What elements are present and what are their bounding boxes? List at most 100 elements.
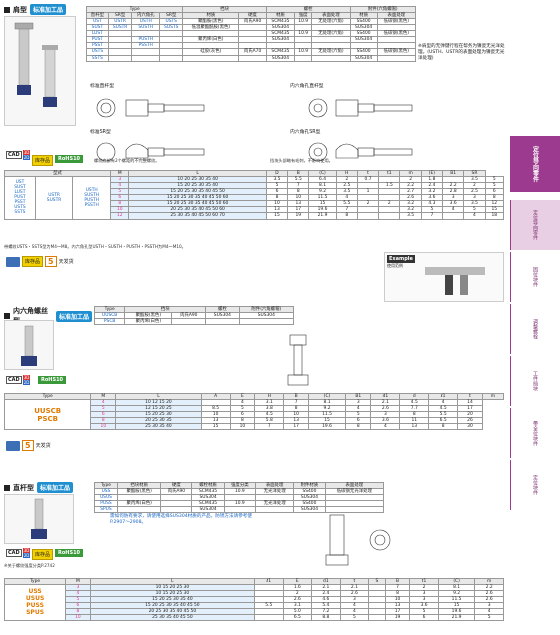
table-cell: 25 30 35 40 [115,423,202,431]
th: 附件(六角螺帽) [349,5,417,14]
table-cell [324,506,385,514]
table-cell: 13 [200,417,231,425]
rohs-badge: RoHS10 [38,376,67,384]
table-cell: 无处理(六角) [311,18,351,26]
table-cell [442,212,465,220]
table-cell [238,24,267,32]
table-cell [205,318,240,326]
table-cell: UST [86,18,109,26]
table-cell: 肉氏A70 [238,48,267,56]
delivery-days-label: 天发货 [35,443,51,449]
table-cell: 17 [283,423,310,431]
cad-label: CAD [6,151,22,159]
table-cell: 6.5 [428,417,459,425]
table-cell [294,24,313,32]
table-cell: 10 [200,411,231,419]
product-photo-shoulder [4,16,76,126]
table-cell: 13 [399,423,430,431]
side-nav-item[interactable]: 工件挡块 [510,356,560,406]
table-cell: SUS304 [205,312,240,320]
side-nav-item[interactable]: 固位块件 [510,252,560,302]
cad-badge[interactable]: CAD 3D 2D [6,150,31,160]
table-cell [255,506,295,514]
table-cell: 低碳钢(黑色) [376,48,417,56]
table-cell: SS400 [293,500,326,508]
table-cell: 6.5 [282,614,313,622]
th: Type [3,577,67,586]
table-cell: 20 [457,411,483,419]
th: m [481,392,505,401]
cad-badge[interactable]: CAD 3D 2D [6,375,31,385]
s1-diagrams [96,98,413,162]
table-cell: 8.8 [311,614,341,622]
th: 硬度 [160,481,193,490]
th: B1 [344,392,372,401]
rohs-badge: RoHS10 [55,549,84,557]
th: Type [3,392,92,401]
table-cell [116,494,162,502]
side-nav-item[interactable]: 定位导向零件 [510,200,560,250]
delivery-block-2: 5 天发货 [6,440,51,451]
category-side-tab[interactable]: 定位导向零件 [510,136,560,192]
table-cell: USTS [86,48,109,56]
section-marker-icon [4,6,10,13]
side-nav-item[interactable]: 定位块件 [510,460,560,510]
delivery-days-label: 天发货 [58,259,74,265]
table-cell: 8.5 [200,405,231,413]
type-cell: USTR SUSTR [34,176,74,220]
table-cell: 聚酯胺(黑色) [124,312,173,320]
th: 强度分类 [223,481,257,490]
cad-3d: 3D [22,548,31,553]
section-marker-icon [4,484,10,491]
diagram-label: 内六角孔直杆型 [290,84,324,89]
table-cell: 10.9 [294,48,313,56]
table-cell [171,318,207,326]
table-cell: 15 [265,212,289,220]
type-cell: USS USUS PUSS SPUS [3,584,67,622]
category-label: 定位导向零件 [531,146,539,182]
th: 螺栓 [205,305,240,314]
table-cell: 20 25 30 35 [115,417,202,425]
table-cell: 聚丙烯(白色) [116,500,162,508]
table-cell [254,614,284,622]
th: 硬度 [238,12,267,20]
burr-note: 挡块头部略有毛刺，不影响使用。 [270,158,333,163]
th: 挡块材质 [116,481,162,490]
table-cell: 7 [420,212,444,220]
table-cell: 8 [344,423,372,431]
table-cell [160,506,193,514]
table-cell: 10 [90,423,117,431]
cad-badge[interactable]: CAD 3D 2D [6,548,31,558]
section-title-text: 肩型 [13,5,27,14]
table-cell: 12 [110,212,130,220]
cad-2d: 2D [22,380,31,385]
s1-main-table: 型式 M L D B (C) H t t1 m (E) B1 SR UST SU… [3,169,505,220]
table-cell [368,614,386,622]
table-cell: SPUS [94,506,118,514]
stock-badge: 库存品 [32,155,54,166]
th: 强度 [294,12,313,20]
table-cell: 5.8 [254,417,285,425]
side-nav-item[interactable]: 调整螺栓 [510,304,560,354]
th: 附件(六角螺帽) [238,305,295,314]
table-cell: 21.9 [437,614,476,622]
table-cell: 5.5 [428,411,459,419]
th: 直杆型 [86,12,109,20]
cad-label: CAD [6,376,22,384]
diagram-label: 标准SR型 [90,130,111,135]
table-cell: 10 [229,423,256,431]
table-cell: 5 [339,614,370,622]
table-cell [378,212,401,220]
table-cell: SS400 [293,488,326,496]
straight-bolt-illustration [31,498,47,539]
th: 表面处理 [376,12,417,20]
side-nav-item[interactable]: 带全位块件 [510,408,560,458]
table-cell: 肉氏A90 [160,488,193,496]
table-cell: PSCB [93,318,126,326]
table-cell: 3.1 [254,399,285,407]
s2-diagram [287,334,309,386]
